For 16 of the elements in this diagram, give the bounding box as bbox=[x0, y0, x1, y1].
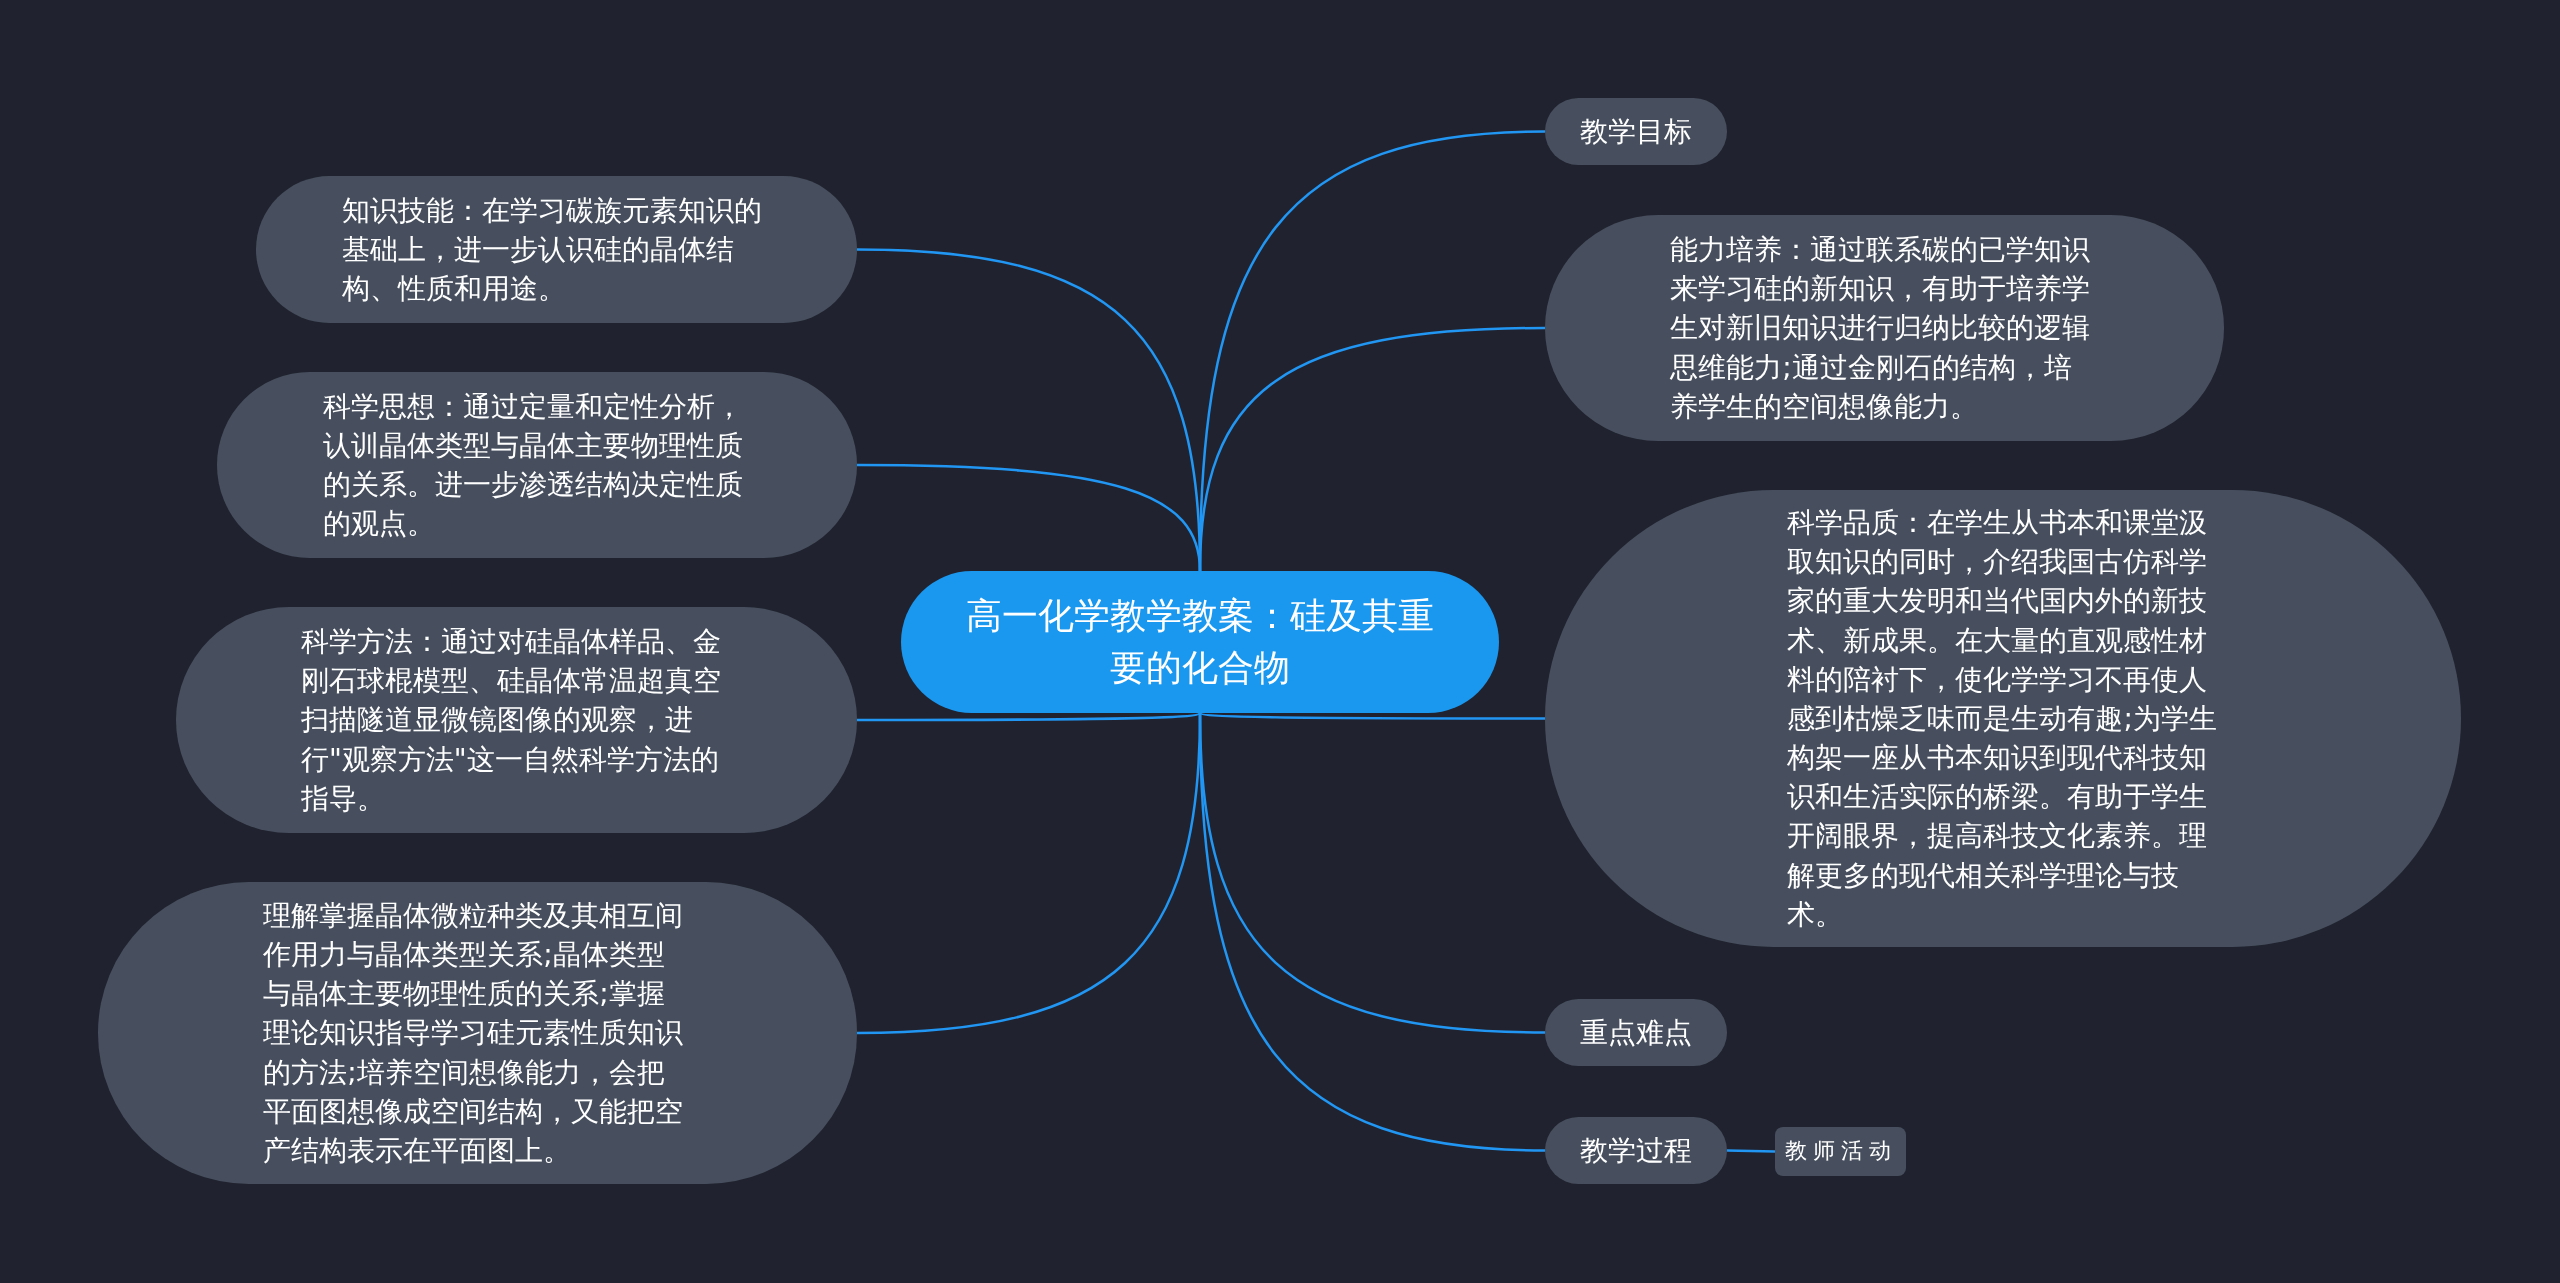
connector-line bbox=[1199, 711, 1545, 720]
connector-line bbox=[857, 711, 1201, 722]
topic-node: 理解掌握晶体微粒种类及其相互间作用力与晶体类型关系;晶体类型与晶体主要物理性质的关系;掌握理论知识指导学习硅元素性质知识的方法;培养空间想像能力，会把平面图想像成空间结构，又能把空产结构表示在平面图上。 bbox=[98, 882, 857, 1184]
topic-node: 科学思想：通过定量和定性分析，认训晶体类型与晶体主要物理性质的关系。进一步渗透结构决定性质的观点。 bbox=[217, 372, 857, 558]
connector-line bbox=[1726, 1149, 1776, 1153]
topic-node: 科学方法：通过对硅晶体样品、金刚石球棍模型、硅晶体常温超真空扫描隧道显微镜图像的观察，进行"观察方法"这一自然科学方法的指导。 bbox=[176, 607, 857, 833]
topic-node: 科学品质：在学生从书本和课堂汲取知识的同时，介绍我国古仿科学家的重大发明和当代国内外的新技术、新成果。在大量的直观感性材料的陪衬下，使化学学习不再使人感到枯燥乏味而是生动有趣;为学生构架一座从书本知识到现代科技知识和生活实际的桥梁。有助于学生开阔眼界，提高科技文化素养。理解更多的现代相关科学理论与技术。 bbox=[1545, 490, 2461, 947]
topic-node: 能力培养：通过联系碳的已学知识来学习硅的新知识，有助于培养学生对新旧知识进行归纳比较的逻辑思维能力;通过金刚石的结构，培养学生的空间想像能力。 bbox=[1545, 215, 2224, 441]
topic-node: 教学过程 bbox=[1545, 1117, 1727, 1184]
connector-line bbox=[1198, 326, 1546, 572]
topic-node: 知识技能：在学习碳族元素知识的基础上，进一步认识硅的晶体结构、性质和用途。 bbox=[256, 176, 857, 323]
connector-line bbox=[1198, 712, 1546, 1152]
topic-node: 重点难点 bbox=[1545, 999, 1727, 1066]
subtopic-tag: 教师活动 bbox=[1775, 1127, 1906, 1176]
central-topic-node: 高一化学教学教案：硅及其重要的化合物 bbox=[901, 571, 1499, 713]
topic-node: 教学目标 bbox=[1545, 98, 1727, 165]
